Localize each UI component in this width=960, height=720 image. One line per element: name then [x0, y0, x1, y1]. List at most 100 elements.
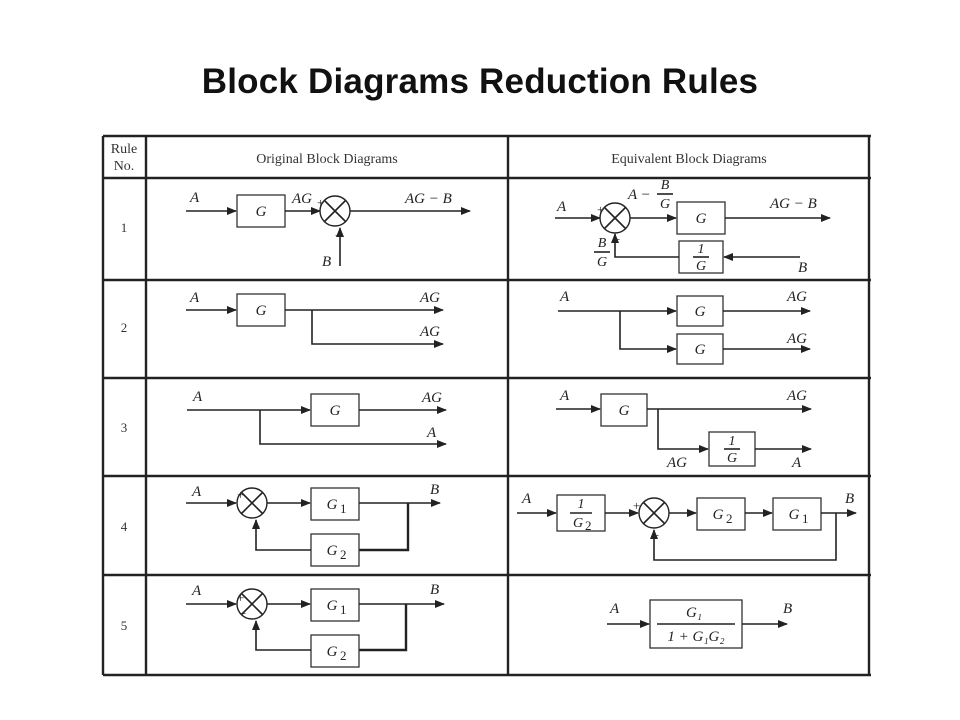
rule-number: 2	[121, 320, 128, 335]
label-a: A	[556, 199, 567, 215]
inverse-g2-subscript: 2	[585, 518, 592, 533]
rule-header-line1: Rule	[111, 142, 137, 157]
label-a: A	[791, 455, 802, 471]
block-g2	[310, 634, 360, 668]
label-a: A	[189, 190, 200, 206]
rule-header-line2: No.	[114, 159, 135, 174]
block-g1	[310, 588, 360, 622]
block-g	[600, 393, 648, 427]
block-g1-label: G	[789, 507, 800, 523]
block-g-label: G	[696, 211, 707, 227]
rule-5-equivalent: A G₁ 1 + G₁G₂ B	[607, 599, 792, 649]
rule-number: 3	[121, 420, 128, 435]
label-b: B	[845, 491, 854, 507]
rule-number: 5	[121, 618, 128, 633]
block-g2-subscript: 2	[340, 648, 347, 663]
label-ag: AG	[786, 388, 807, 404]
rule-3-equivalent: A G AG AG 1 G A	[556, 388, 812, 471]
block-g1-subscript: 1	[340, 602, 347, 617]
label-a: A	[192, 389, 203, 405]
block-g	[236, 194, 286, 228]
label-a: A	[559, 388, 570, 404]
fraction-b: B	[598, 236, 607, 251]
inverse-g2-numerator: 1	[578, 497, 585, 512]
block-g2-label: G	[327, 543, 338, 559]
label-b: B	[798, 260, 807, 276]
block-g2-label: G	[713, 507, 724, 523]
rule-number: 4	[121, 519, 128, 534]
label-ag: AG	[786, 331, 807, 347]
rule-4-equivalent: A 1 G 2 + − G 2 G 1 B	[517, 491, 857, 561]
label-ag: AG	[786, 289, 807, 305]
block-g1-label: G	[327, 497, 338, 513]
label-a: A	[191, 583, 202, 599]
block-g-label: G	[695, 342, 706, 358]
rule-2-original: A G AG AG	[186, 290, 444, 348]
label-a: A	[559, 289, 570, 305]
rule-number: 1	[121, 220, 128, 235]
label-ag-minus-b: AG − B	[404, 191, 452, 207]
inverse-g-numerator: 1	[729, 434, 736, 449]
label-ag: AG	[421, 390, 442, 406]
label-a-minus: A −	[627, 187, 651, 203]
inverse-g-numerator: 1	[698, 242, 705, 257]
plus-sign: +	[633, 498, 640, 513]
plus-sign: +	[597, 202, 604, 217]
minus-sign: −	[652, 528, 659, 543]
fraction-g: G	[597, 255, 607, 270]
block-g	[236, 293, 286, 327]
block-g1-subscript: 1	[802, 511, 809, 526]
rule-1-equivalent: A + − A − B G G AG − B 1 G B B G	[555, 178, 831, 276]
rule-5-original: A + − G 1 B G 2	[186, 582, 445, 668]
label-a: A	[609, 601, 620, 617]
block-g2-subscript: 2	[340, 547, 347, 562]
block-g-label: G	[256, 303, 267, 319]
block-g2-label: G	[327, 644, 338, 660]
original-header: Original Block Diagrams	[256, 152, 398, 167]
block-g2	[696, 497, 746, 531]
plus-sign: +	[237, 590, 244, 605]
block-g-label: G	[695, 304, 706, 320]
rule-3-original: A G AG A	[187, 389, 447, 448]
label-a: A	[189, 290, 200, 306]
fraction-g: G	[660, 197, 670, 212]
label-ag-minus-b: AG − B	[769, 196, 817, 212]
table-grid	[101, 134, 871, 677]
fraction-b: B	[661, 178, 670, 193]
label-ag: AG	[666, 455, 687, 471]
equivalent-header: Equivalent Block Diagrams	[611, 152, 767, 167]
plus-sign: +	[237, 487, 244, 502]
block-g-label: G	[330, 403, 341, 419]
closed-loop-numerator: G₁	[686, 605, 702, 621]
label-b: B	[783, 601, 792, 617]
inverse-g-denominator: G	[727, 451, 737, 466]
block-g1	[772, 497, 822, 531]
block-g-label: G	[256, 204, 267, 220]
label-ag: AG	[291, 191, 312, 207]
label-a: A	[426, 425, 437, 441]
label-ag: AG	[419, 324, 440, 340]
inverse-g-denominator: G	[696, 259, 706, 274]
block-g-label: G	[619, 403, 630, 419]
block-g1	[310, 487, 360, 521]
plus-sign: +	[317, 195, 324, 210]
block-g	[676, 295, 724, 327]
closed-loop-denominator: 1 + G₁G₂	[667, 629, 724, 645]
minus-sign: −	[335, 228, 342, 243]
block-g	[310, 393, 360, 427]
block-g2	[310, 533, 360, 567]
block-g1-label: G	[327, 598, 338, 614]
label-ag: AG	[419, 290, 440, 306]
rule-2-equivalent: A G AG G AG	[558, 289, 811, 365]
rule-1-original: A G AG + − AG − B B	[186, 190, 471, 270]
minus-sign: −	[239, 606, 246, 621]
label-b: B	[430, 482, 439, 498]
page-title: Block Diagrams Reduction Rules	[201, 62, 759, 101]
block-g1-subscript: 1	[340, 501, 347, 516]
minus-sign: −	[613, 232, 620, 247]
inverse-g2-denominator: G	[573, 516, 583, 531]
label-b: B	[430, 582, 439, 598]
label-a: A	[191, 484, 202, 500]
label-a: A	[521, 491, 532, 507]
